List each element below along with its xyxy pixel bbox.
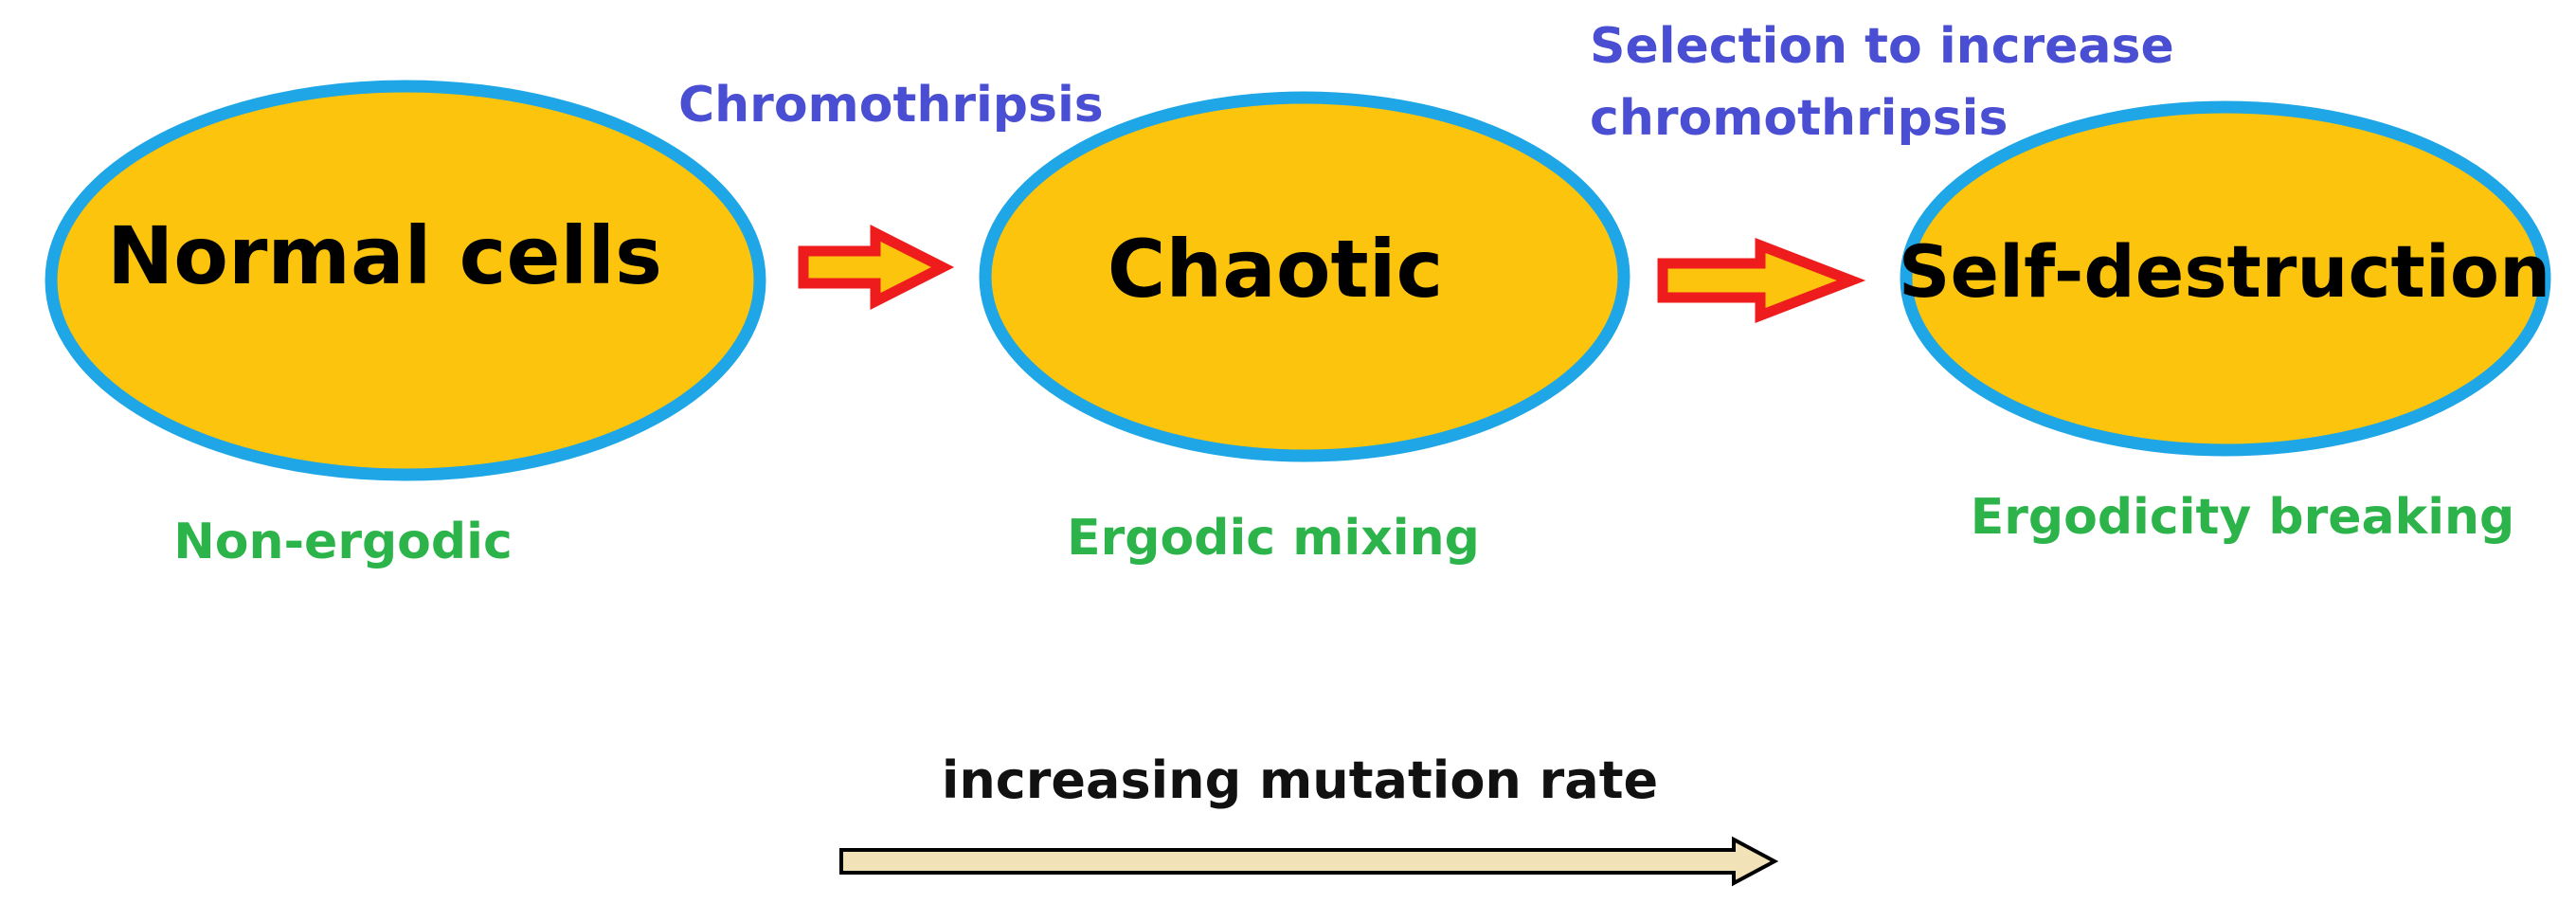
state-normal-ellipse <box>45 80 766 481</box>
state-chaotic-ellipse <box>979 91 1630 462</box>
state-self-destruction-label: Self-destruction <box>1899 229 2550 314</box>
regime-non-ergodic-label: Non-ergodic <box>173 514 513 570</box>
right-arrow-icon <box>1657 237 1866 324</box>
state-chaotic: Chaotic <box>979 91 1630 462</box>
state-normal-label: Normal cells <box>107 209 662 302</box>
regime-ergodicity-breaking-label: Ergodicity breaking <box>1971 489 2515 546</box>
right-arrow-icon <box>798 225 955 310</box>
long-right-arrow-icon <box>839 836 1779 887</box>
state-self-destruction-ellipse <box>1900 100 2551 457</box>
state-normal-cells: Normal cells <box>45 80 766 481</box>
transition-chromothripsis-label: Chromothripsis <box>678 77 1104 134</box>
state-self-destruction: Self-destruction <box>1899 100 2551 457</box>
transition-selection-label-line1: Selection to increase <box>1590 18 2174 75</box>
state-chaotic-label: Chaotic <box>1108 223 1444 316</box>
regime-ergodic-mixing-label: Ergodic mixing <box>1067 510 1480 567</box>
axis-mutation-rate-label: increasing mutation rate <box>942 750 1658 810</box>
transition-selection-label-line2: chromothripsis <box>1590 90 2008 147</box>
